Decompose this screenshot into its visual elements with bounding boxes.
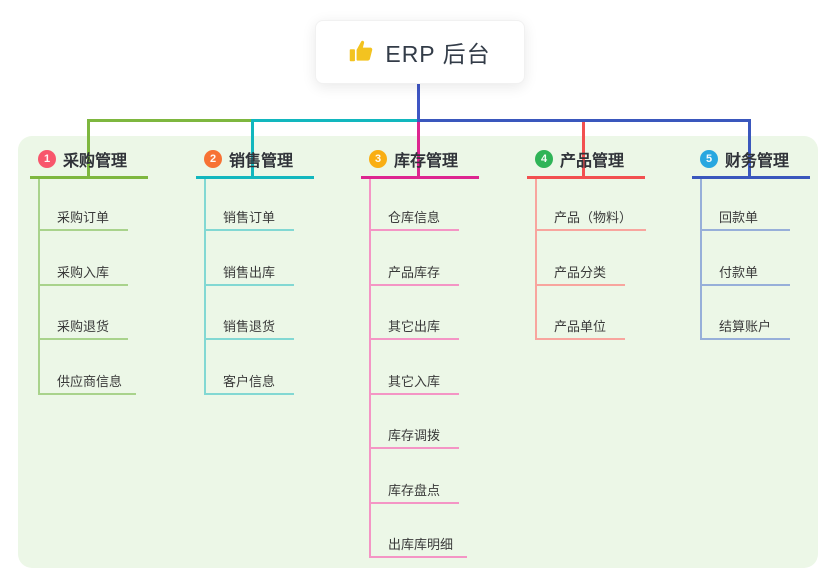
child-node: 库存盘点 [369,480,459,504]
child-node: 产品单位 [535,316,625,340]
root-node-label: ERP 后台 [385,41,491,67]
branch-child-line [38,179,40,395]
thumbs-up-icon [349,39,375,65]
child-node: 产品库存 [369,262,459,286]
branch-child-line [535,179,537,340]
mindmap-panel [18,136,818,568]
child-node: 销售订单 [204,207,294,231]
branch-label: 产品管理 [560,153,625,170]
child-node: 出库库明细 [369,534,468,558]
branch-underline [692,176,810,179]
child-node: 其它出库 [369,316,459,340]
branch-header: 5 财务管理 [700,147,789,171]
branch-underline [196,176,314,179]
branch-header: 2 销售管理 [204,147,293,171]
branch-number-badge: 4 [535,150,553,168]
branch-4: 4 产品管理产品（物料） 产品分类产品单位 [527,0,697,588]
root-node: ERP 后台 [315,20,525,84]
branch-number-badge: 2 [204,150,222,168]
branch-2: 2 销售管理销售订单销售出库销售退货客户信息 [196,0,366,588]
branch-label: 销售管理 [229,153,294,170]
branch-number-badge: 1 [38,150,56,168]
branch-header: 3 库存管理 [369,147,458,171]
branch-number-badge: 3 [369,150,387,168]
child-node: 仓库信息 [369,207,459,231]
branch-child-line [369,179,371,558]
branch-1: 1 采购管理采购订单采购入库采购退货供应商信息 [30,0,200,588]
branch-child-line [700,179,702,340]
branch-header: 1 采购管理 [38,147,127,171]
branch-underline [30,176,148,179]
branch-label: 库存管理 [394,153,459,170]
child-node: 产品分类 [535,262,625,286]
child-node: 销售退货 [204,316,294,340]
child-node: 采购入库 [38,262,128,286]
child-node: 供应商信息 [38,371,137,395]
child-node: 结算账户 [700,316,790,340]
branch-underline [361,176,479,179]
branch-label: 财务管理 [725,153,790,170]
branch-number-badge: 5 [700,150,718,168]
branch-header: 4 产品管理 [535,147,624,171]
child-node: 采购订单 [38,207,128,231]
branch-5: 5 财务管理回款单付款单结算账户 [692,0,839,588]
child-node: 其它入库 [369,371,459,395]
branch-child-line [204,179,206,395]
child-node: 销售出库 [204,262,294,286]
child-node: 库存调拨 [369,425,459,449]
child-node: 回款单 [700,207,790,231]
child-node: 产品（物料） [535,207,647,231]
child-node: 付款单 [700,262,790,286]
branch-label: 采购管理 [63,153,128,170]
child-node: 客户信息 [204,371,294,395]
branch-3: 3 库存管理仓库信息产品库存其它出库其它入库库存调拨库存盘点出库库明细 [361,0,531,588]
child-node: 采购退货 [38,316,128,340]
branch-underline [527,176,645,179]
